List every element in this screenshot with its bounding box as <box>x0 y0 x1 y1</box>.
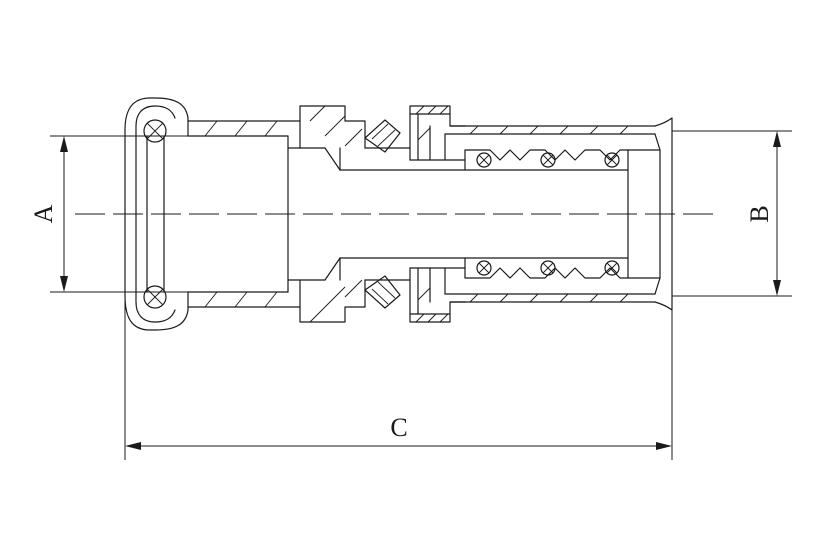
cone-seal <box>364 119 401 309</box>
sleeve-tube <box>444 117 673 311</box>
dimension-b-label: B <box>745 205 774 222</box>
body-hex-shoulder <box>299 105 629 323</box>
dimension-b <box>672 130 792 297</box>
o-ring-bottom <box>143 285 167 309</box>
insert-o-rings <box>476 152 620 276</box>
dimension-c <box>124 300 673 460</box>
socket-hatching <box>204 120 278 308</box>
o-ring-top <box>143 119 167 143</box>
press-socket-end <box>124 97 341 331</box>
barbed-insert-bottom <box>464 257 629 279</box>
barbed-insert-top <box>464 149 629 171</box>
dimension-a-label: A <box>29 204 58 223</box>
dimension-c-label: C <box>390 413 407 442</box>
dimension-a <box>50 135 188 293</box>
